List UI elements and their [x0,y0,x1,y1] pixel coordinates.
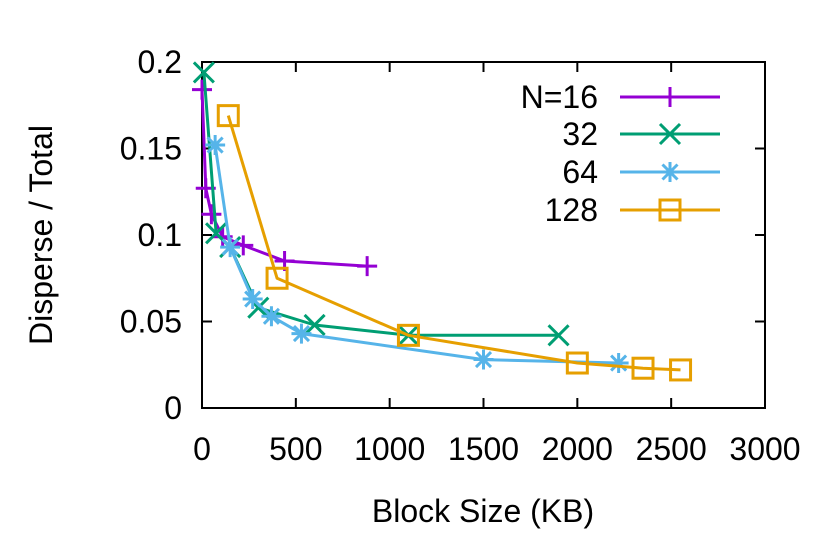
legend-label: N=16 [521,79,598,115]
x-tick-label: 0 [193,431,211,467]
legend-marker [660,87,680,107]
data-point [192,61,215,84]
series-layer [192,61,693,382]
data-point [201,204,222,225]
y-tick-label: 0.1 [138,217,182,253]
axis-ticks: 0 500 1000 1500 2000 2500 3000 0 0.05 0.1 0.15 0.2 [120,44,801,467]
series-2 [205,135,629,374]
y-tick-label: 0.15 [120,131,182,167]
legend-marker [658,122,682,146]
data-point [565,351,589,375]
x-tick-label: 2000 [542,431,613,467]
data-point [216,104,240,128]
x-tick-label: 3000 [729,431,800,467]
data-point [303,313,326,337]
series-0 [192,79,378,277]
x-tick-label: 500 [269,431,322,467]
data-point [233,235,254,256]
data-point [220,237,241,258]
data-point [242,289,263,310]
data-point [396,323,420,347]
series-line [200,89,368,268]
legend-item: 32 [562,116,720,152]
x-axis-label: Block Size (KB) [372,493,594,529]
data-point [192,79,212,100]
y-axis-label: Disperse / Total [23,125,59,345]
legend-label: 128 [545,192,598,228]
data-point [265,266,289,290]
data-point [291,323,312,344]
legend-marker [658,198,682,222]
data-point [261,306,282,327]
data-point [357,256,378,277]
series-line [226,115,681,372]
x-tick-label: 1000 [354,431,425,467]
legend-item: N=16 [521,79,720,115]
data-point [473,349,494,370]
legend-item: 64 [562,154,720,190]
data-point [608,353,629,374]
data-point [547,324,570,347]
x-tick-label: 2500 [636,431,707,467]
legend-item: 128 [545,192,720,228]
x-tick-label: 1500 [448,431,519,467]
legend-marker [660,162,680,182]
data-point [669,358,693,382]
legend-label: 32 [562,116,598,152]
series-line [213,144,619,365]
y-tick-label: 0 [164,390,182,426]
series-3 [216,104,693,382]
data-point [631,356,655,380]
data-point [205,135,226,156]
y-tick-label: 0.05 [120,304,182,340]
legend-label: 64 [562,154,598,190]
y-tick-label: 0.2 [138,44,182,80]
